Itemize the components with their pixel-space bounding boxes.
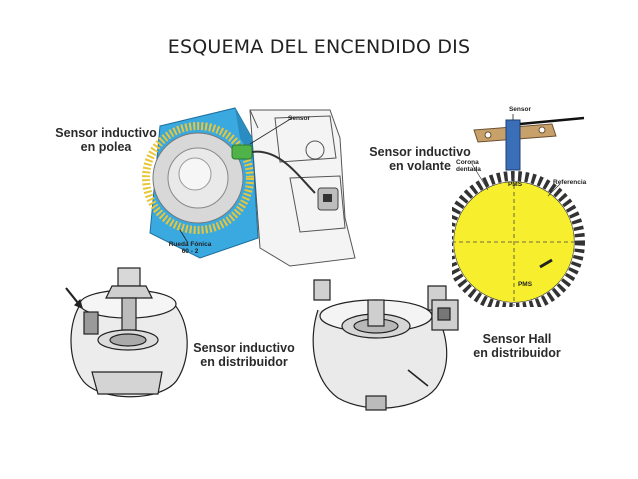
flywheel-disc (452, 171, 585, 307)
pulley-caption-line2: en polea (80, 139, 132, 154)
pulley-wheel-label-line2: 60 - 2 (181, 248, 199, 256)
flywheel-caption-line1: Sensor inductivo (369, 145, 471, 159)
flywheel-pms-top-label: PMS (507, 181, 523, 188)
distributor-hall-illustration (312, 279, 459, 411)
pulley-caption: Sensor inductivo en polea (46, 126, 166, 155)
pulley-sensor-body (231, 144, 253, 160)
distributor-inductive-caption: Sensor inductivo en distribuidor (190, 341, 298, 370)
flywheel-crown-label: Corona dentada (456, 159, 492, 173)
distributor-hall-caption-line1: Sensor Hall (482, 332, 552, 346)
distributor-inductive-illustration (65, 267, 188, 398)
flywheel-sensor-label: Sensor (508, 106, 532, 113)
flywheel-sensor-illustration (452, 114, 585, 307)
flywheel-pms-bottom-label: PMS (517, 281, 533, 288)
distributor-hall-caption: Sensor Hall en distribuidor (467, 332, 567, 361)
pulley-wheel-label-line1: Rueda Fónica (168, 241, 212, 248)
flywheel-caption-line2: en volante (389, 158, 451, 173)
pulley-caption-line1: Sensor inductivo (55, 126, 157, 140)
distributor-inductive-caption-line2: en distribuidor (200, 354, 288, 369)
flywheel-sensor-body (505, 119, 521, 171)
flywheel-caption: Sensor inductivo en volante (366, 145, 474, 174)
pulley-wheel-label: Rueda Fónica 60 - 2 (160, 241, 220, 255)
distributor-inductive-caption-line1: Sensor inductivo (193, 341, 295, 355)
pulley-sensor-label: Sensor (288, 115, 311, 122)
flywheel-reference-label: Referencia (553, 179, 587, 186)
flywheel-crown-label-line1: Corona (456, 159, 479, 166)
pulley-sensor-illustration (142, 107, 356, 267)
slide-title: ESQUEMA DEL ENCENDIDO DIS (167, 36, 471, 58)
distributor-hall-caption-line2: en distribuidor (473, 345, 561, 360)
flywheel-crown-label-line2: dentada (456, 166, 481, 174)
engine-block-lineart (249, 109, 356, 267)
pulley-toothed-ring (142, 122, 254, 234)
